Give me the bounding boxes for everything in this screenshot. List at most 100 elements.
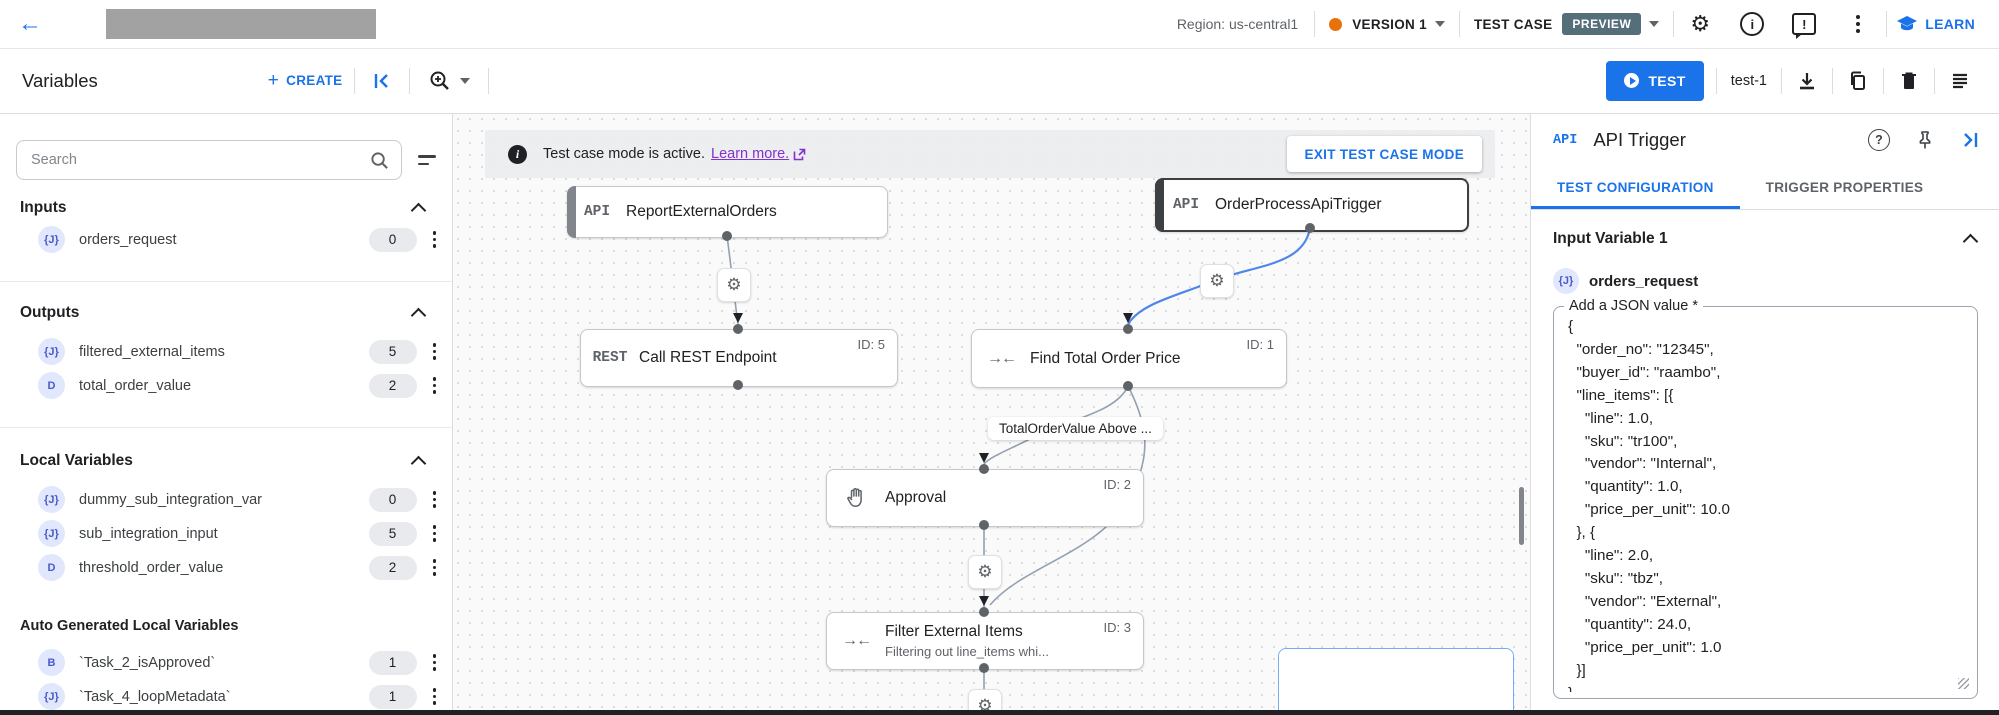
node-order-process-api-trigger[interactable]: API OrderProcessApiTrigger bbox=[1155, 178, 1469, 232]
section-title: Inputs bbox=[20, 199, 67, 216]
panel-title: API Trigger bbox=[1593, 129, 1686, 150]
log-list-icon[interactable] bbox=[1945, 66, 1975, 96]
variable-row[interactable]: D threshold_order_value 2 bbox=[0, 552, 452, 583]
double-type-icon: D bbox=[38, 372, 65, 399]
edge-condition-label[interactable]: TotalOrderValue Above ... bbox=[988, 417, 1163, 440]
chevron-up-icon[interactable] bbox=[410, 202, 427, 219]
row-menu-icon[interactable] bbox=[431, 523, 439, 544]
play-icon bbox=[1624, 73, 1640, 88]
chevron-up-icon[interactable] bbox=[410, 307, 427, 324]
integration-title-redacted bbox=[106, 9, 376, 39]
variables-panel-title: Variables bbox=[22, 69, 98, 91]
test-case-name[interactable]: test-1 bbox=[1730, 72, 1767, 89]
settings-gear-icon[interactable]: ⚙ bbox=[1690, 11, 1711, 36]
download-icon[interactable] bbox=[1792, 66, 1822, 96]
version-label: VERSION 1 bbox=[1352, 16, 1427, 32]
info-icon[interactable]: i bbox=[1739, 11, 1765, 37]
node-find-total-order-price[interactable]: →← Find Total Order Price ID: 1 bbox=[971, 329, 1287, 388]
search-icon bbox=[371, 151, 388, 169]
variable-row[interactable]: {J} dummy_sub_integration_var 0 bbox=[0, 484, 452, 515]
chevron-up-icon[interactable] bbox=[1962, 233, 1979, 250]
node-title: Approval bbox=[885, 489, 947, 506]
variable-search[interactable] bbox=[16, 140, 402, 180]
panel-tabs: TEST CONFIGURATION TRIGGER PROPERTIES bbox=[1531, 165, 1999, 210]
edge-settings-gear-icon[interactable]: ⚙ bbox=[717, 268, 751, 302]
usage-count-badge: 2 bbox=[368, 555, 417, 580]
variable-row[interactable]: {J} `Task_4_loopMetadata` 1 bbox=[0, 681, 452, 712]
resize-handle-icon[interactable] bbox=[1958, 678, 1969, 689]
test-case-label: TEST CASE bbox=[1473, 16, 1553, 32]
row-menu-icon[interactable] bbox=[431, 652, 439, 673]
section-inputs-header[interactable]: Inputs bbox=[0, 195, 452, 221]
graduation-cap-icon bbox=[1897, 16, 1918, 31]
chevron-up-icon[interactable] bbox=[410, 455, 427, 472]
variable-row[interactable]: {J} filtered_external_items 5 bbox=[0, 336, 452, 367]
variable-row[interactable]: B `Task_2_isApproved` 1 bbox=[0, 647, 452, 678]
variable-name: threshold_order_value bbox=[79, 559, 224, 576]
feedback-icon[interactable]: ! bbox=[1791, 11, 1817, 39]
json-value-field: Add a JSON value * { "order_no": "12345"… bbox=[1553, 298, 1978, 699]
more-options-icon[interactable] bbox=[1843, 9, 1873, 39]
variable-name: orders_request bbox=[1589, 272, 1699, 290]
node-report-external-orders[interactable]: API ReportExternalOrders bbox=[567, 186, 888, 238]
variable-row[interactable]: D total_order_value 2 bbox=[0, 370, 452, 401]
section-local-variables-header[interactable]: Local Variables bbox=[0, 448, 452, 474]
variables-sidebar: Inputs {J} orders_request 0 Outputs {J} … bbox=[0, 113, 453, 715]
row-menu-icon[interactable] bbox=[431, 489, 439, 510]
section-outputs-header[interactable]: Outputs bbox=[0, 300, 452, 326]
exit-test-case-mode-button[interactable]: EXIT TEST CASE MODE bbox=[1286, 136, 1482, 172]
collapse-panel-left-icon[interactable] bbox=[367, 71, 397, 91]
node-title: Find Total Order Price bbox=[1030, 349, 1181, 367]
divider bbox=[1832, 67, 1833, 94]
section-divider bbox=[0, 427, 452, 428]
input-variable-section-header[interactable]: Input Variable 1 bbox=[1553, 230, 1979, 250]
node-approval[interactable]: Approval ID: 2 bbox=[826, 469, 1144, 527]
test-label: TEST bbox=[1648, 72, 1686, 89]
workflow-canvas[interactable]: i Test case mode is active. Learn more. … bbox=[452, 113, 1530, 715]
variable-row[interactable]: {J} sub_integration_input 5 bbox=[0, 518, 452, 549]
row-menu-icon[interactable] bbox=[431, 557, 439, 578]
row-menu-icon[interactable] bbox=[431, 341, 439, 362]
node-id-label: ID: 5 bbox=[857, 337, 885, 352]
api-trigger-config-panel: API API Trigger ? TEST CONFIGURATION TRI… bbox=[1530, 113, 1999, 715]
divider bbox=[1715, 67, 1717, 94]
create-variable-button[interactable]: + CREATE bbox=[268, 70, 343, 92]
row-menu-icon[interactable] bbox=[431, 375, 439, 396]
learn-button[interactable]: LEARN bbox=[1897, 16, 1975, 32]
edge-settings-gear-icon[interactable]: ⚙ bbox=[1200, 264, 1234, 298]
edge-settings-gear-icon[interactable]: ⚙ bbox=[968, 555, 1002, 589]
tab-trigger-properties[interactable]: TRIGGER PROPERTIES bbox=[1765, 179, 1924, 195]
tab-test-configuration[interactable]: TEST CONFIGURATION bbox=[1531, 165, 1740, 209]
collapse-panel-right-icon[interactable] bbox=[1960, 130, 1980, 150]
variable-row[interactable]: {J} orders_request 0 bbox=[0, 224, 452, 255]
json-type-icon: {J} bbox=[38, 486, 65, 513]
canvas-scrollbar[interactable] bbox=[1519, 487, 1524, 545]
node-title: OrderProcessApiTrigger bbox=[1215, 196, 1382, 213]
approval-hand-icon bbox=[847, 488, 862, 507]
search-input[interactable] bbox=[29, 151, 370, 169]
help-icon[interactable]: ? bbox=[1868, 129, 1890, 151]
test-button[interactable]: TEST bbox=[1606, 60, 1704, 101]
node-call-rest-endpoint[interactable]: REST Call REST Endpoint ID: 5 bbox=[580, 329, 898, 387]
data-mapping-icon: →← bbox=[987, 349, 1017, 367]
row-menu-icon[interactable] bbox=[431, 229, 439, 250]
test-case-menu[interactable]: TEST CASE PREVIEW bbox=[1473, 13, 1660, 35]
back-arrow-icon[interactable]: ← bbox=[18, 10, 42, 37]
json-value-input[interactable]: { "order_no": "12345", "buyer_id": "raam… bbox=[1568, 318, 1730, 692]
row-menu-icon[interactable] bbox=[431, 686, 439, 707]
section-auto-generated-header: Auto Generated Local Variables bbox=[0, 613, 452, 639]
api-trigger-icon: API bbox=[583, 204, 611, 220]
node-filter-external-items[interactable]: →← Filter External Items Filtering out l… bbox=[826, 612, 1144, 670]
copy-icon[interactable] bbox=[1843, 66, 1873, 96]
pin-icon[interactable] bbox=[1916, 130, 1934, 150]
delete-icon[interactable] bbox=[1894, 66, 1924, 96]
trigger-accent-bar bbox=[1155, 178, 1164, 232]
variable-name: total_order_value bbox=[79, 377, 192, 394]
json-type-icon: {J} bbox=[38, 338, 65, 365]
version-menu[interactable]: VERSION 1 bbox=[1329, 17, 1445, 32]
boolean-type-icon: B bbox=[38, 649, 65, 676]
zoom-in-icon bbox=[430, 71, 450, 90]
sort-icon[interactable] bbox=[414, 151, 440, 169]
zoom-control[interactable] bbox=[428, 69, 471, 93]
learn-more-link[interactable]: Learn more. bbox=[711, 146, 790, 162]
